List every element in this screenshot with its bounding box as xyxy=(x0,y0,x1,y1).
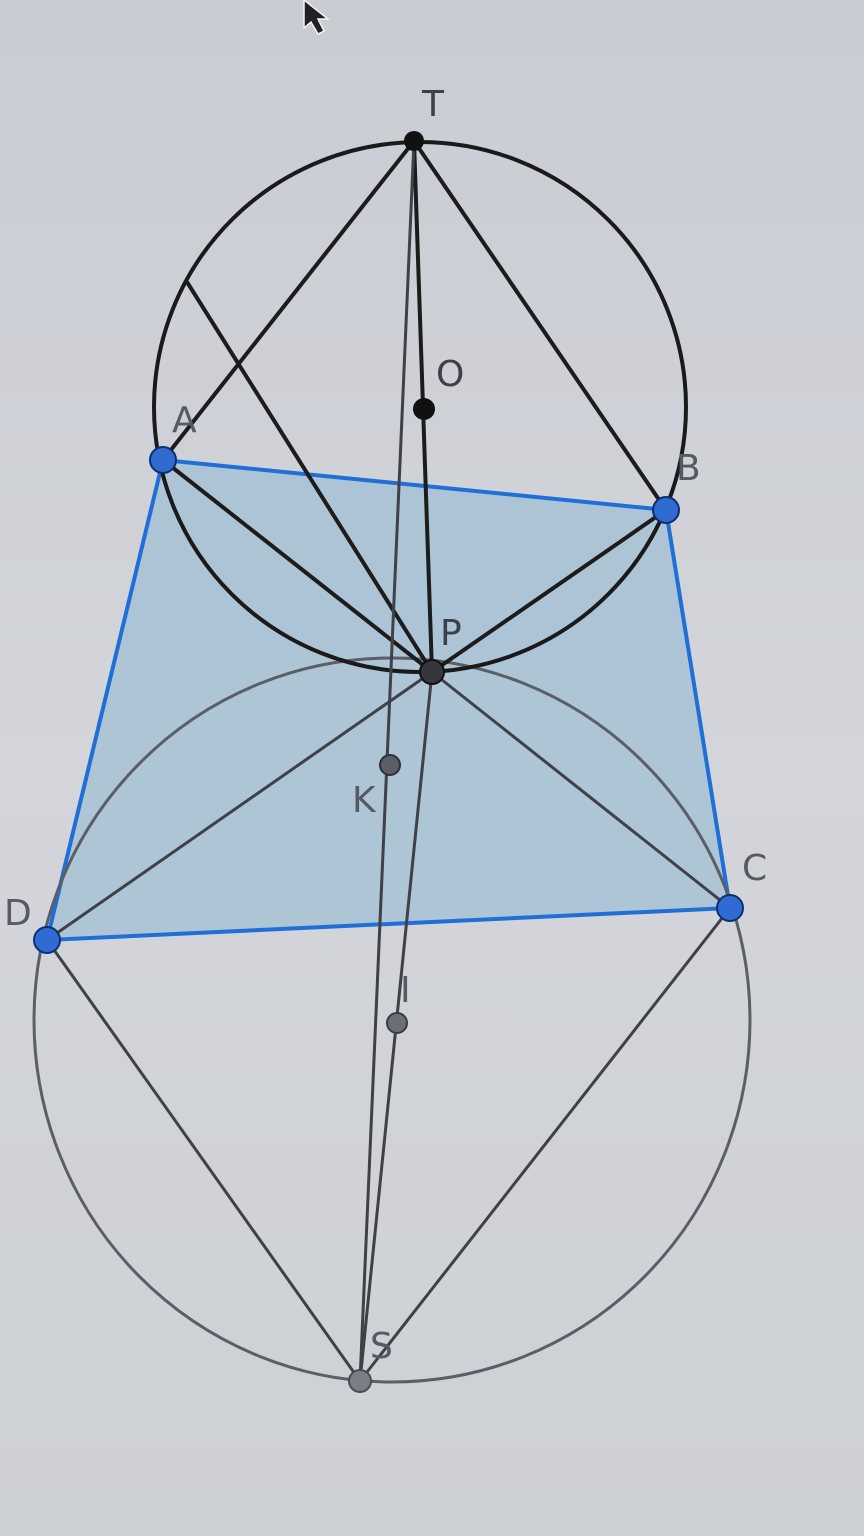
label-o: O xyxy=(436,354,464,395)
point-c[interactable] xyxy=(716,894,744,922)
segment-dp xyxy=(46,670,433,942)
segment-tb xyxy=(412,139,668,512)
label-i: I xyxy=(400,970,411,1011)
segment-cs xyxy=(358,907,732,1382)
label-p: P xyxy=(440,613,462,654)
upper-segments xyxy=(161,139,668,674)
points xyxy=(33,131,744,1393)
segment-bp xyxy=(430,508,668,674)
segment-chord-p xyxy=(185,280,434,674)
point-b[interactable] xyxy=(652,496,680,524)
point-o[interactable] xyxy=(413,398,435,420)
point-d[interactable] xyxy=(33,926,61,954)
point-a[interactable] xyxy=(149,446,177,474)
lower-segments xyxy=(45,140,732,1382)
segment-ap xyxy=(161,458,434,674)
point-labels: T O A B P K C D I S xyxy=(4,84,767,1367)
label-d: D xyxy=(4,893,32,934)
point-p[interactable] xyxy=(419,659,445,685)
label-c: C xyxy=(742,848,767,889)
label-s: S xyxy=(370,1326,393,1367)
point-t[interactable] xyxy=(404,131,424,151)
segment-cp xyxy=(431,670,731,910)
label-b: B xyxy=(676,448,701,489)
label-k: K xyxy=(352,780,377,821)
mouse-cursor-icon xyxy=(303,0,331,35)
label-t: T xyxy=(421,84,445,125)
segment-ds xyxy=(45,939,362,1382)
point-s[interactable] xyxy=(348,1369,372,1393)
label-a: A xyxy=(172,400,197,441)
segment-ta xyxy=(161,139,416,462)
point-i[interactable] xyxy=(386,1012,408,1034)
point-k[interactable] xyxy=(379,754,401,776)
